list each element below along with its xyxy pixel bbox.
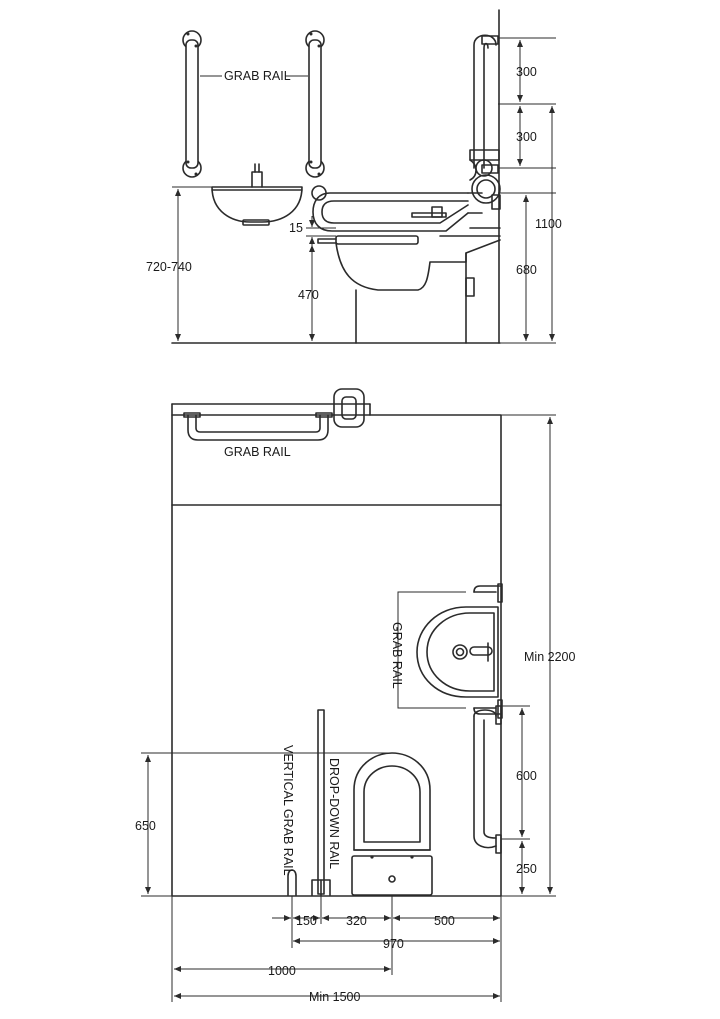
- plan-vertical-grab-rail: [287, 869, 297, 896]
- plan-top-grab-rail: [183, 412, 333, 441]
- dim-300-top: 300: [516, 65, 537, 79]
- dim-min-2200: Min 2200: [524, 650, 575, 664]
- plan-door-handle: [333, 388, 365, 428]
- dim-500: 500: [434, 914, 455, 928]
- elevation-wall-grab-rail: [473, 34, 499, 177]
- plan-drop-down-rail-label: DROP-DOWN RAIL: [327, 758, 341, 869]
- plan-basin: [416, 606, 499, 698]
- elevation-drop-down-rail: [311, 174, 501, 232]
- dim-150: 150: [296, 914, 317, 928]
- plan-grab-rail-side-label: GRAB RAIL: [390, 622, 404, 689]
- dim-320: 320: [346, 914, 367, 928]
- dim-1100: 1100: [535, 217, 562, 231]
- dim-300-mid: 300: [516, 130, 537, 144]
- dim-470: 470: [298, 288, 319, 302]
- plan-view: GRAB RAIL GRAB RAIL: [135, 388, 575, 1004]
- elevation-grab-rail-label: GRAB RAIL: [224, 69, 291, 83]
- dim-1000: 1000: [268, 964, 296, 978]
- dim-680: 680: [516, 263, 537, 277]
- vertical-grab-rail-left: [182, 30, 202, 178]
- elevation-view: GRAB RAIL: [146, 9, 562, 344]
- dim-650: 650: [135, 819, 156, 833]
- plan-vertical-grab-rail-label: VERTICAL GRAB RAIL: [281, 745, 295, 876]
- vertical-grab-rail-right: [305, 30, 325, 178]
- plan-grab-rail-top-label: GRAB RAIL: [224, 445, 291, 459]
- elevation-toilet: [317, 149, 501, 344]
- dim-250: 250: [516, 862, 537, 876]
- dim-970: 970: [383, 937, 404, 951]
- plan-toilet: [351, 752, 433, 896]
- plan-room-outline: [171, 414, 502, 897]
- plan-drop-down-rail: [311, 709, 331, 896]
- dim-720-740: 720-740: [146, 260, 192, 274]
- plan-wall-grab-rail: [473, 705, 502, 854]
- dim-15: 15: [289, 221, 303, 235]
- dim-600: 600: [516, 769, 537, 783]
- dim-min-1500: Min 1500: [309, 990, 360, 1004]
- elevation-basin: [211, 163, 303, 226]
